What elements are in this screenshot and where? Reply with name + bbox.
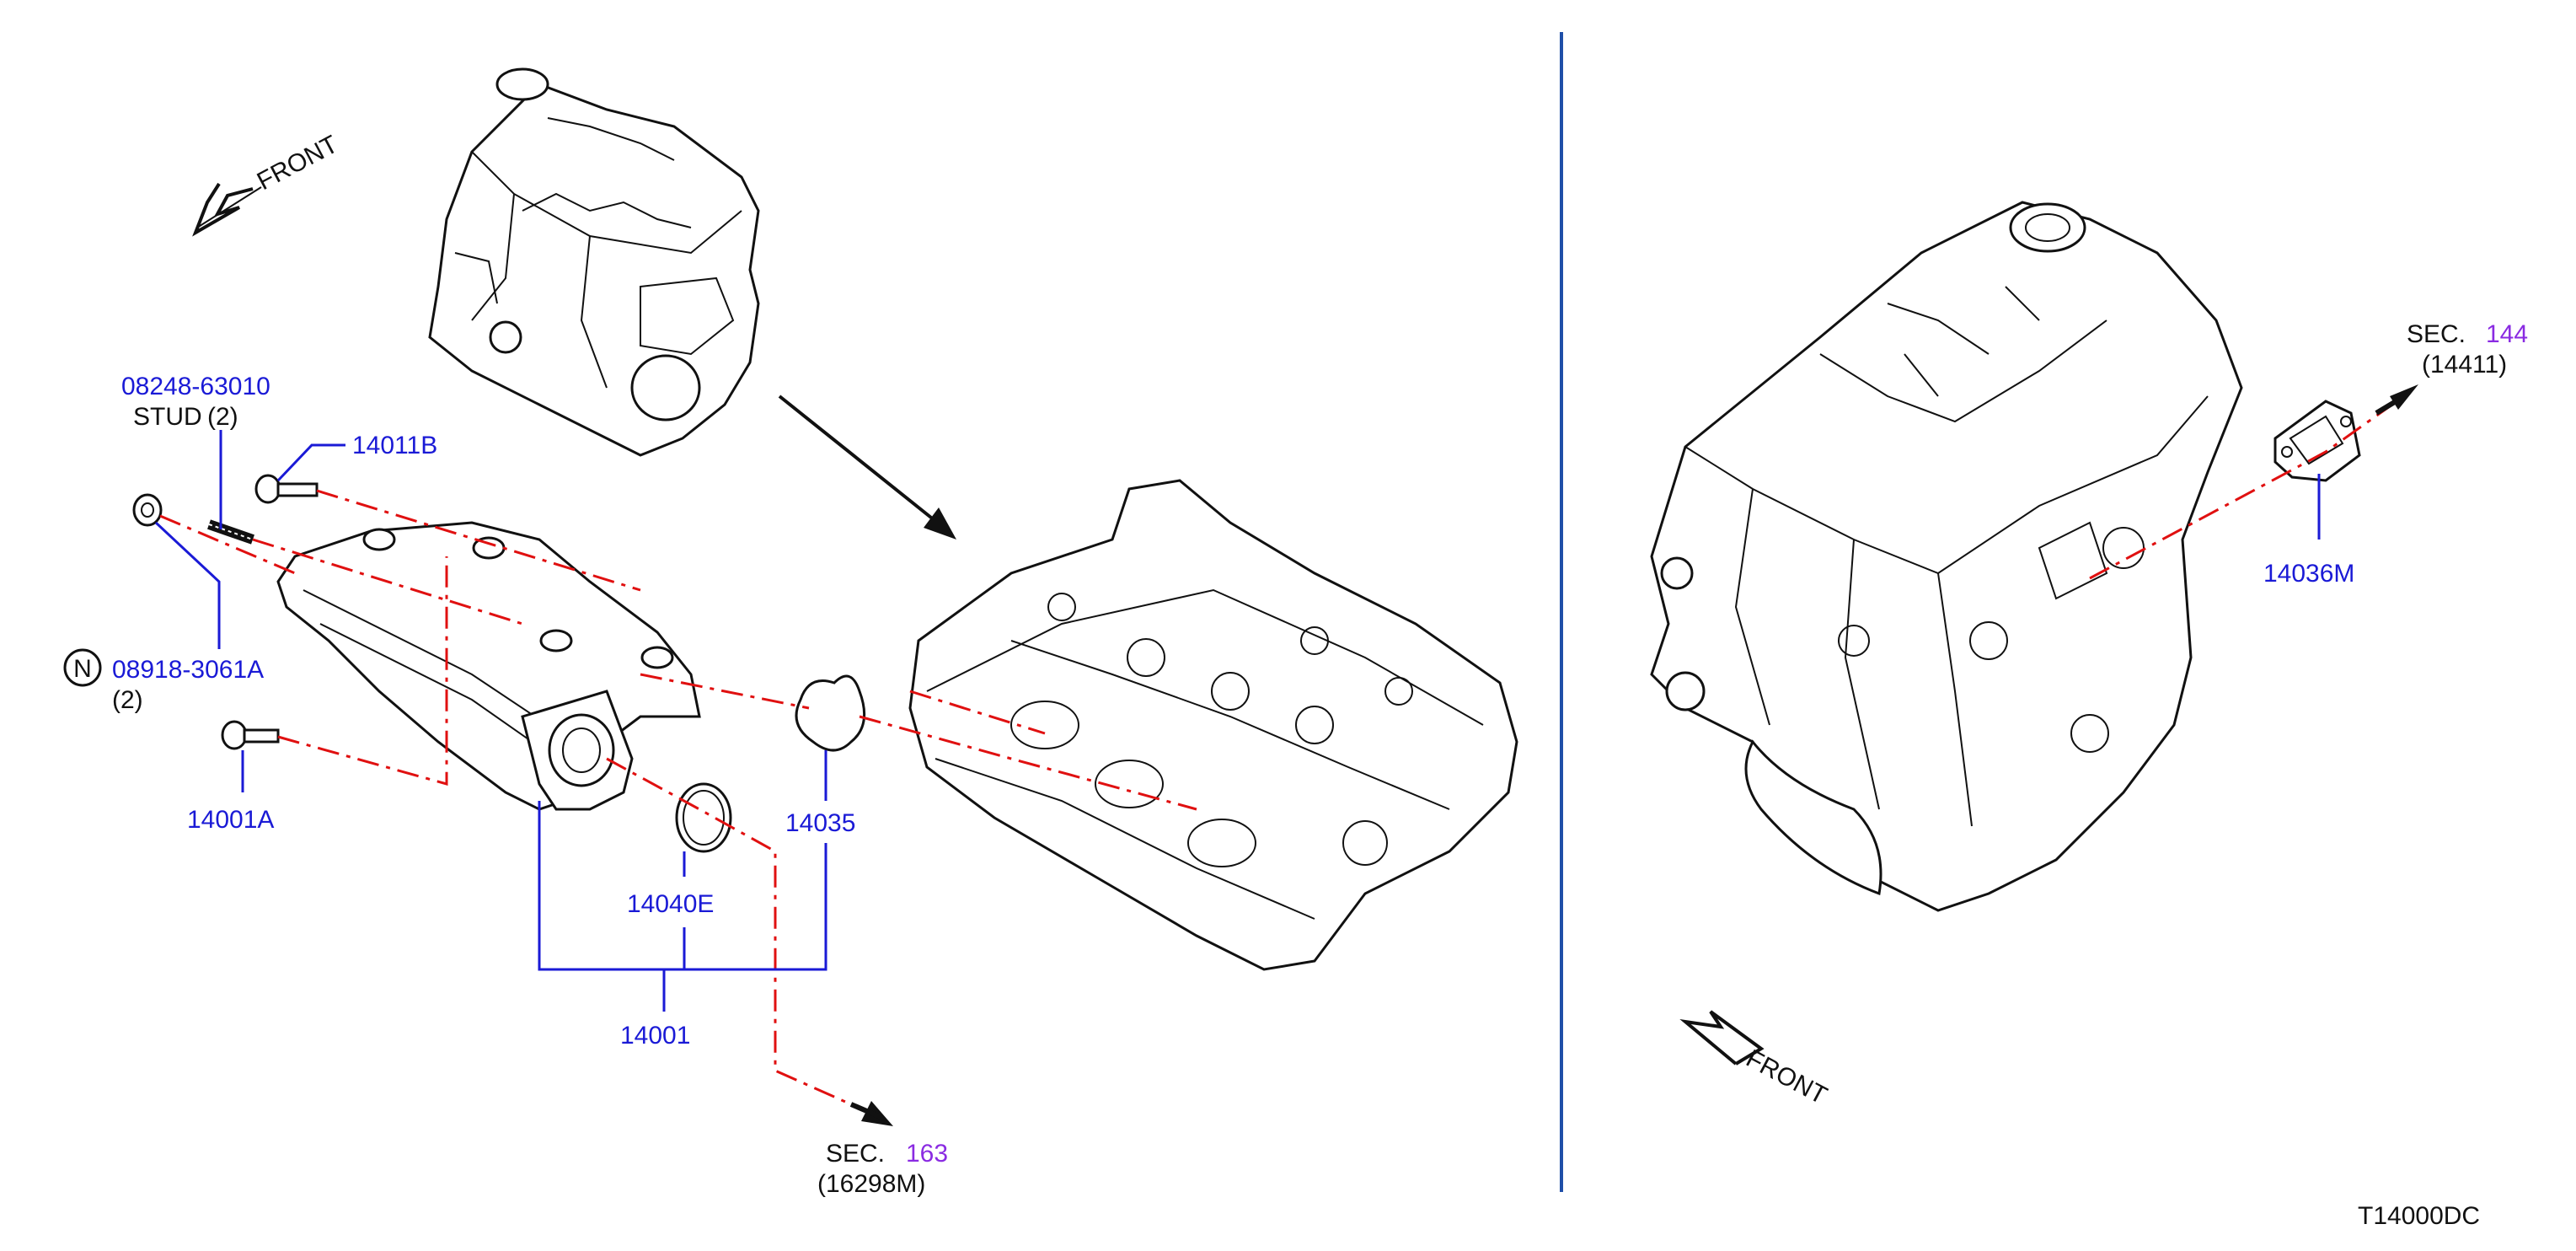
phantom-lines-left (159, 489, 1197, 1106)
front-arrow-left: FRONT (192, 131, 343, 237)
front-arrow-right: FRONT (1679, 1010, 1832, 1110)
part-08248-qty: (2) (207, 403, 238, 431)
gasket-14035-part (795, 674, 866, 752)
front-arrow-right-icon (1679, 1010, 1765, 1066)
part-08918-qty: (2) (112, 686, 143, 714)
part-14035-number: 14035 (785, 809, 855, 837)
diagram-id: T14000DC (2358, 1202, 2480, 1230)
sec-144-number: 144 (2486, 320, 2528, 348)
sec-163-ref: (16298M) (817, 1170, 925, 1198)
phantom-line-right (2089, 396, 2402, 580)
part-14001A-number: 14001A (187, 806, 274, 834)
part-08248-desc: STUD (133, 403, 202, 431)
assembly-arrow (778, 395, 956, 540)
front-arrow-left-icon (192, 182, 254, 237)
leader-lines-left (154, 430, 827, 1012)
sec-163-number: 163 (906, 1140, 948, 1168)
part-14040E-number: 14040E (627, 890, 714, 918)
sec-163-prefix: SEC. (826, 1140, 885, 1168)
front-label-left: FRONT (253, 131, 343, 196)
sec-144-prefix: SEC. (2407, 320, 2466, 348)
bolt-14011B-part (254, 474, 319, 504)
sec-163-arrow-icon (849, 1101, 893, 1126)
bracket-14036m-part (2273, 400, 2361, 482)
n-badge: N (63, 648, 102, 687)
gasket-14040e-part (675, 782, 732, 853)
bolt-14001A-part (221, 720, 280, 750)
part-14036M-number: 14036M (2263, 560, 2354, 588)
stud-part (207, 519, 254, 545)
nut-part (132, 493, 163, 527)
sec-144-ref: (14411) (2422, 351, 2507, 379)
n-badge-label: N (73, 655, 92, 683)
part-08918-number: 08918-3061A (112, 656, 264, 684)
part-14001-number: 14001 (620, 1022, 690, 1050)
engine-assembly-small (428, 67, 760, 457)
cylinder-head (908, 479, 1518, 971)
front-label-right: FRONT (1742, 1044, 1832, 1110)
sec-144-arrow-icon (2375, 384, 2418, 416)
part-14011B-number: 14011B (352, 432, 437, 459)
engine-assembly-large (1650, 201, 2243, 912)
part-08248-number: 08248-63010 (121, 373, 270, 400)
exhaust-manifold (276, 521, 701, 811)
